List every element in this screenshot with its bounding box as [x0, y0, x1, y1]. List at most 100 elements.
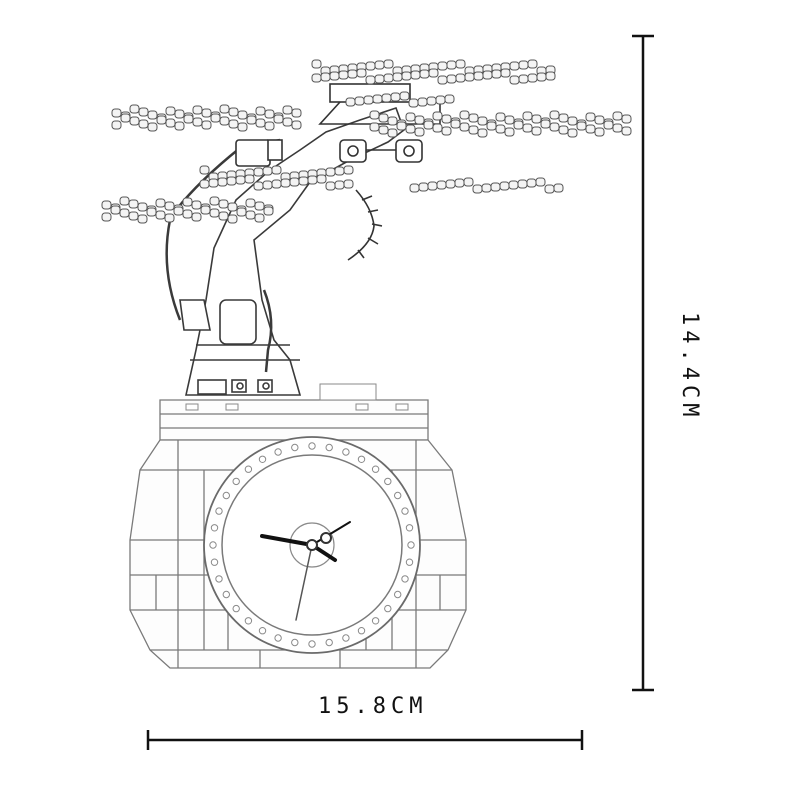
- leaf-stud: [441, 114, 452, 124]
- leaf-stud: [236, 207, 247, 217]
- clock-hands: [260, 521, 351, 621]
- leaf-stud: [405, 112, 416, 122]
- leaf-stud: [343, 165, 354, 175]
- leaf-stud: [334, 166, 345, 176]
- leaf-stud: [444, 94, 455, 104]
- leaf-stud: [536, 72, 547, 82]
- leaf-stud: [522, 123, 533, 133]
- clock-ring-stud: [215, 507, 223, 515]
- leaf-stud: [446, 60, 457, 70]
- leaf-stud: [504, 115, 515, 125]
- clock-ring-stud: [342, 634, 350, 642]
- leaf-stud: [192, 117, 203, 127]
- clock-ring-stud: [210, 558, 219, 566]
- leaf-stud: [253, 181, 264, 191]
- leaf-stud: [201, 108, 212, 118]
- clock-ring-stud: [407, 541, 415, 549]
- leaf-stud: [495, 112, 506, 122]
- leaf-stud: [111, 108, 122, 118]
- leaf-stud: [405, 124, 416, 134]
- leaf-stud: [396, 121, 407, 131]
- leaf-stud: [450, 119, 461, 129]
- leaf-stud: [316, 174, 327, 184]
- leaf-stud: [137, 202, 148, 212]
- leaf-stud: [365, 61, 376, 71]
- leaf-stud: [228, 107, 239, 117]
- leaf-stud: [603, 120, 614, 130]
- leaf-stud: [621, 114, 632, 124]
- leaf-stud: [372, 94, 383, 104]
- leaf-stud: [526, 178, 537, 188]
- leaf-stud: [472, 184, 483, 194]
- leaf-stud: [408, 98, 419, 108]
- leaf-stud: [226, 176, 237, 186]
- leaf-stud: [500, 68, 511, 78]
- leaf-stud: [343, 179, 354, 189]
- leaf-stud: [363, 95, 374, 105]
- clock-ring-stud: [215, 575, 223, 583]
- leaf-stud: [164, 201, 175, 211]
- clock-ring-studs: [209, 442, 415, 648]
- leaf-stud: [228, 119, 239, 129]
- leaf-stud: [307, 175, 318, 185]
- width-dimension-line: [146, 730, 584, 750]
- leaf-stud: [129, 116, 140, 126]
- leaf-stud: [482, 70, 493, 80]
- leaf-stud: [354, 96, 365, 106]
- width-dimension-label: 15.8CM: [318, 694, 428, 719]
- leaf-stud: [137, 214, 148, 224]
- leaf-stud: [182, 197, 193, 207]
- clock-ring-stud: [308, 640, 316, 648]
- leaf-stud: [378, 125, 389, 135]
- leaf-stud: [499, 181, 510, 191]
- leaf-stud: [282, 117, 293, 127]
- leaf-stud: [111, 120, 122, 130]
- leaf-stud: [146, 207, 157, 217]
- leaf-stud: [201, 120, 212, 130]
- leaf-stud: [164, 213, 175, 223]
- clock-ring-stud: [244, 617, 253, 625]
- leaf-stud: [255, 118, 266, 128]
- leaf-stud: [549, 110, 560, 120]
- leaf-stud: [174, 109, 185, 119]
- leaf-stud: [509, 75, 520, 85]
- leaf-stud: [464, 72, 475, 82]
- clock-ring-stud: [258, 455, 267, 463]
- leaf-stud: [264, 109, 275, 119]
- leaf-stud: [558, 113, 569, 123]
- clock-ring-stud: [209, 541, 217, 549]
- leaf-stud: [459, 110, 470, 120]
- leaf-stud: [209, 196, 220, 206]
- leaf-stud: [120, 113, 131, 123]
- leaf-stud: [567, 116, 578, 126]
- leaf-stud: [147, 122, 158, 132]
- clock-ring-stud: [258, 627, 267, 635]
- leaf-stud: [531, 114, 542, 124]
- leaf-stud: [191, 200, 202, 210]
- leaf-stud: [401, 71, 412, 81]
- leaf-stud: [271, 179, 282, 189]
- leaf-stud: [280, 178, 291, 188]
- leaf-stud: [245, 210, 256, 220]
- leaf-stud: [110, 205, 121, 215]
- leaf-stud: [254, 201, 265, 211]
- leaf-stud: [432, 111, 443, 121]
- leaf-stud: [383, 59, 394, 69]
- leaf-stud: [298, 176, 309, 186]
- leaf-stud: [245, 198, 256, 208]
- leaf-stud: [182, 209, 193, 219]
- leaf-stud: [138, 107, 149, 117]
- leaf-stud: [119, 196, 130, 206]
- clock-ring-stud: [244, 465, 253, 473]
- leaf-stud: [428, 68, 439, 78]
- clock-ring-stud: [405, 558, 414, 566]
- clock-ring-stud: [232, 477, 240, 486]
- leaf-stud: [227, 202, 238, 212]
- leaf-stud: [119, 208, 130, 218]
- leaf-stud: [518, 60, 529, 70]
- leaf-stud: [254, 213, 265, 223]
- leaf-stud: [576, 121, 587, 131]
- leaf-stud: [535, 177, 546, 187]
- leaf-stud: [262, 180, 273, 190]
- clock-ring-stud: [405, 524, 414, 532]
